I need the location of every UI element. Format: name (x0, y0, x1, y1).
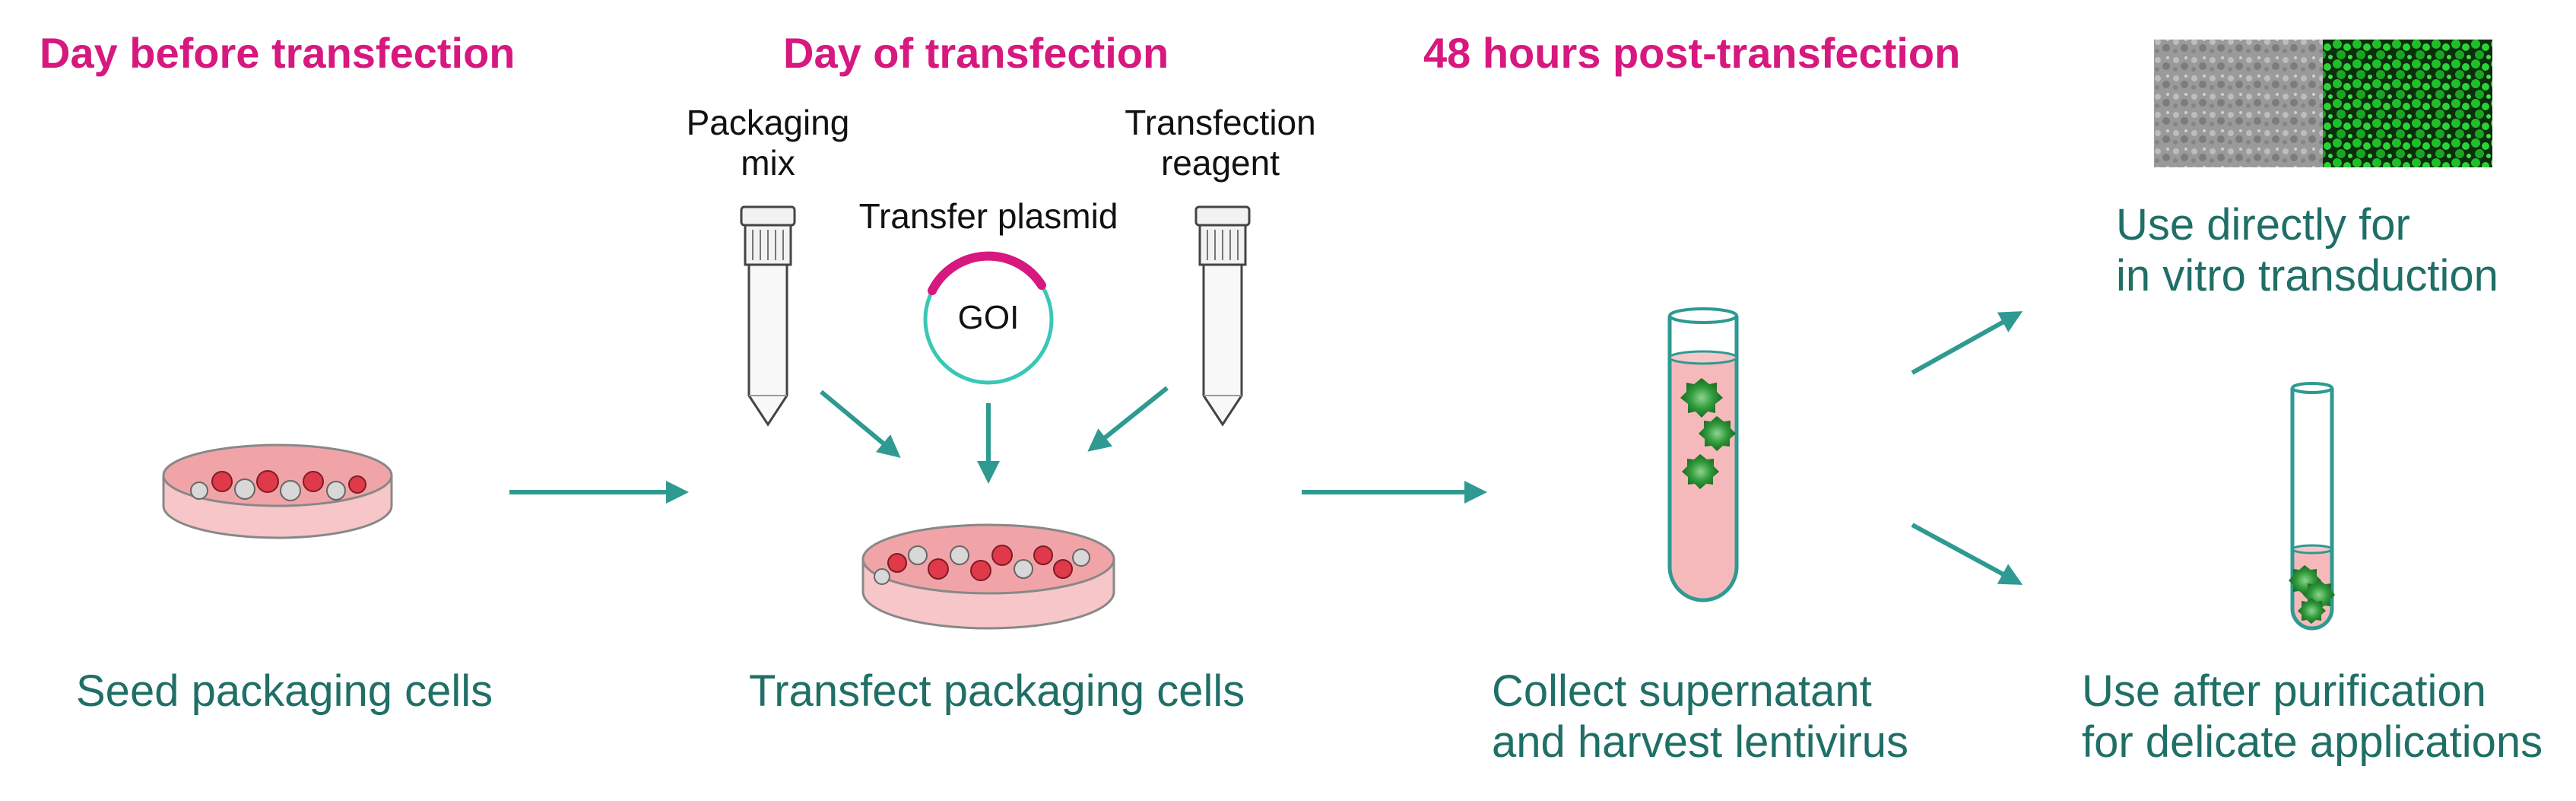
packaging-mix-label: Packaging mix (654, 103, 882, 184)
transfected-cells (874, 545, 1090, 585)
purified-lentivirus-tube (2289, 382, 2335, 631)
arrow-to-direct-use (1911, 311, 2023, 375)
step-purification-line2: for delicate applications (2082, 717, 2543, 768)
transfer-plasmid (923, 251, 1054, 385)
step-purification-line1: Use after purification (2082, 666, 2486, 716)
microscopy-images (2154, 40, 2492, 167)
packaging-mix-tube (740, 205, 796, 427)
transfection-reagent-label: Transfection reagent (1095, 103, 1346, 184)
arrow-reagent (1087, 386, 1169, 452)
step-transfect-label: Transfect packaging cells (749, 666, 1245, 716)
goi-label: GOI (957, 299, 1020, 336)
gfp-fluorescence-image (2323, 40, 2492, 167)
step-collect-line1: Collect supernatant (1492, 666, 1872, 716)
transfection-reagent-tube (1194, 205, 1251, 427)
arrow-to-purification (1911, 523, 2023, 585)
lentivirus-particles (1680, 378, 1736, 489)
phase-day-before: Day before transfection (40, 29, 516, 77)
step-collect-line2: and harvest lentivirus (1492, 717, 1909, 768)
transfection-reagent-label-line2: reagent (1160, 143, 1280, 183)
arrow-packaging-mix (820, 389, 901, 458)
step-seed-label: Seed packaging cells (76, 666, 493, 716)
step-direct-use-line1: Use directly for (2116, 200, 2410, 250)
culture-dish-transfect (861, 523, 1115, 630)
culture-dish-seed (162, 443, 393, 539)
packaging-mix-label-line1: Packaging (686, 103, 850, 142)
step-direct-use-label: Use directly for in vitro transduction (2116, 199, 2498, 302)
step-direct-use-line2: in vitro transduction (2116, 251, 2498, 301)
transfection-reagent-label-line1: Transfection (1125, 103, 1316, 142)
supernatant-tube (1667, 307, 1739, 602)
transfer-plasmid-label: Transfer plasmid (858, 196, 1118, 236)
step-purification-label: Use after purification for delicate appl… (2082, 666, 2543, 768)
phase-contrast-image (2154, 40, 2323, 167)
step-collect-label: Collect supernatant and harvest lentivir… (1492, 666, 1908, 768)
phase-day-of: Day of transfection (783, 29, 1169, 77)
phase-post-transfection: 48 hours post-transfection (1423, 29, 1961, 77)
packaging-mix-label-line2: mix (741, 143, 795, 183)
packaging-cells (190, 470, 366, 501)
